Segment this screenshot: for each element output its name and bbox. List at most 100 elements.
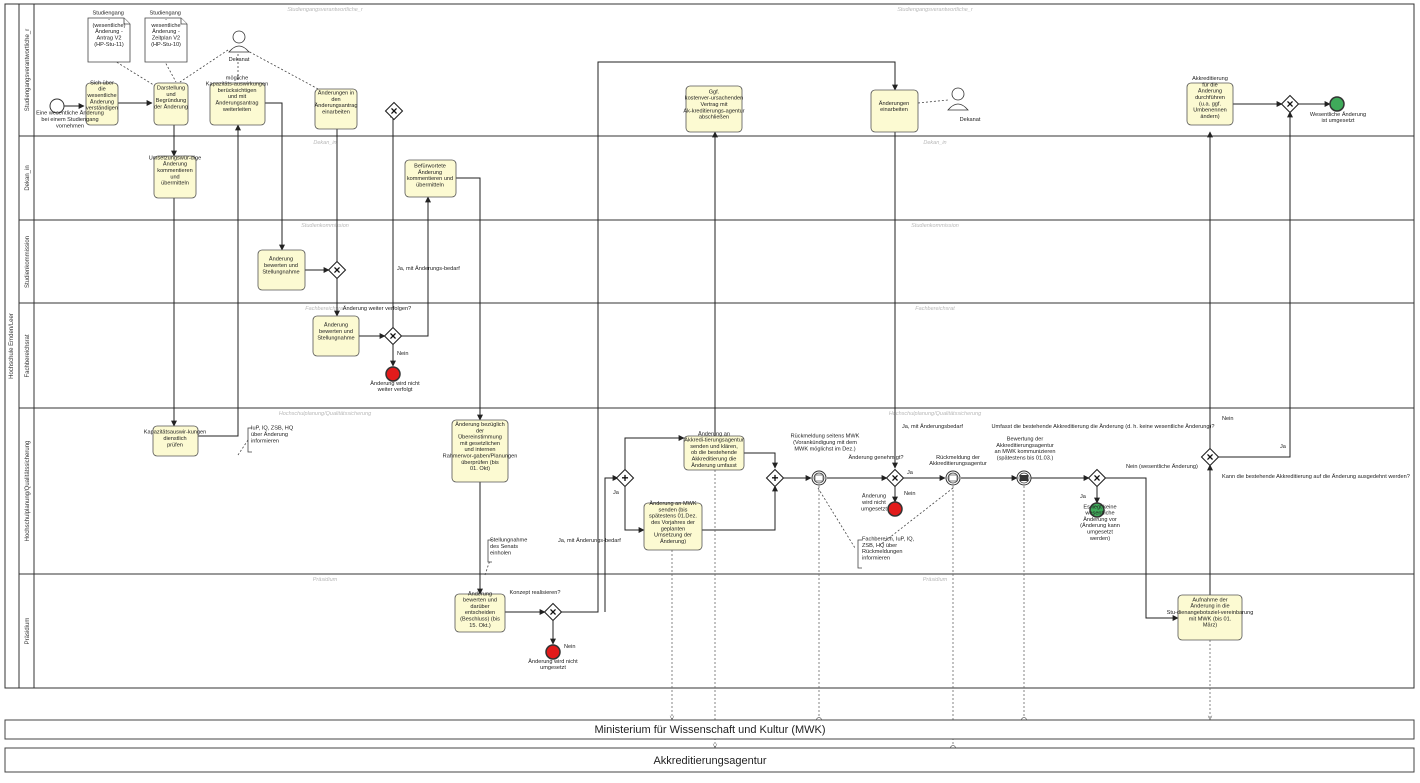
gateway-label: Konzept realisieren? <box>510 590 561 596</box>
lane-watermark: Studienkommission <box>301 223 349 229</box>
task-label: Änderung bezüglich <box>455 421 504 428</box>
flow-label: Nein <box>397 351 409 357</box>
svg-text:×: × <box>1206 450 1213 464</box>
task-label: Kapazitätsauswir-kungen <box>144 430 207 436</box>
svg-text:×: × <box>1093 471 1100 485</box>
task-label: Änderungen in <box>318 90 354 97</box>
gateway-label: Änderung genehmigt? <box>848 454 903 461</box>
flow-labels: Änderung weiter verfolgen? Nein Ja, mit … <box>343 265 1410 650</box>
flow-label: Ja <box>1280 444 1287 450</box>
pool-agentur-label: Akkreditierungsagentur <box>653 755 766 767</box>
event-label: Rückmeldung der <box>936 455 980 461</box>
svg-text:Rückmeldung seitens MWK(Vorank: Rückmeldung seitens MWK(Vorankündigung m… <box>791 434 860 453</box>
lane-watermark: Studiengangsverantwortliche_r <box>897 7 974 13</box>
lanes: Studiengangsverantwortliche_r Dekan_in S… <box>19 4 1414 688</box>
pool-label: Hochschule Emden/Leer <box>9 313 15 379</box>
lane-watermark: Dekan_in <box>923 140 946 146</box>
flow-label: Ja, mit Änderungsbedarf <box>902 423 963 430</box>
gateway-xor-2: × <box>327 260 347 280</box>
pool-mwk: Ministerium für Wissenschaft und Kultur … <box>4 719 1415 740</box>
actor-dekanat-2: Dekanat <box>947 87 981 123</box>
lane-watermark: Hochschulplanung/Qualitätssicherung <box>279 411 372 417</box>
gateway-konzept: × <box>543 602 563 622</box>
end-event-label: Änderung <box>862 493 886 500</box>
pool-agentur: Akkreditierungsagentur <box>4 747 1415 773</box>
task-label: Sich über <box>90 80 114 86</box>
lane-watermark: Fachbereichsrat <box>915 306 955 312</box>
task-label: Änderung <box>468 590 492 597</box>
svg-text:+: + <box>621 471 628 485</box>
svg-text:×: × <box>891 471 898 485</box>
flow-label: Ja <box>613 490 620 496</box>
svg-text:×: × <box>390 104 397 118</box>
flow-label: Ja, mit Änderungs-bedarf <box>558 537 621 544</box>
lane-watermark: Fachbereichsrat <box>305 306 345 312</box>
gateway-label: Änderung weiter verfolgen? <box>343 305 411 312</box>
actor-label: Dekanat <box>229 57 250 63</box>
gateway-umfasst: × <box>1087 468 1107 488</box>
task-label: Befürwortete <box>414 164 446 170</box>
lane-watermark: Präsidium <box>313 577 338 583</box>
annotation-label: IuP, IQ, ZSB, HQ <box>251 426 294 432</box>
end-event-label: Es liegt keine <box>1083 504 1116 510</box>
flow-label: Ja, mit Änderungs-bedarf <box>397 265 460 272</box>
gateway-parallel-join: + <box>765 468 785 488</box>
task-label: Änderung an <box>698 430 730 437</box>
actor-label: Dekanat <box>960 117 981 123</box>
gateway-label: Kann die bestehende Akkreditierung auf d… <box>1222 473 1410 480</box>
lane-watermark: Dekan_in <box>313 140 336 146</box>
end-event-label: Änderung wird nicht <box>528 658 578 665</box>
document-label: Studiengang -(wesentliche)Änderung -Antr… <box>93 10 126 48</box>
gateway-xor-end: × <box>1280 94 1300 114</box>
flow-label: Nein <box>1222 416 1234 422</box>
document-antrag[interactable]: Studiengang -(wesentliche)Änderung -Antr… <box>87 10 131 63</box>
task-label: Änderungen <box>879 100 909 107</box>
svg-text:×: × <box>389 329 396 343</box>
lane-label-praesidium: Präsidium <box>25 618 31 645</box>
task-label: Aufnahme der <box>1192 597 1227 603</box>
lane-label-hochschulplanung: Hochschulplanung/Qualitätssicherung <box>25 441 31 542</box>
flow-label: Nein <box>904 491 916 497</box>
flow-label: Ja <box>907 470 914 476</box>
svg-text:×: × <box>549 605 556 619</box>
event-label: Rückmeldung seitens MWK <box>791 434 860 440</box>
flow-label: Ja <box>1080 494 1087 500</box>
